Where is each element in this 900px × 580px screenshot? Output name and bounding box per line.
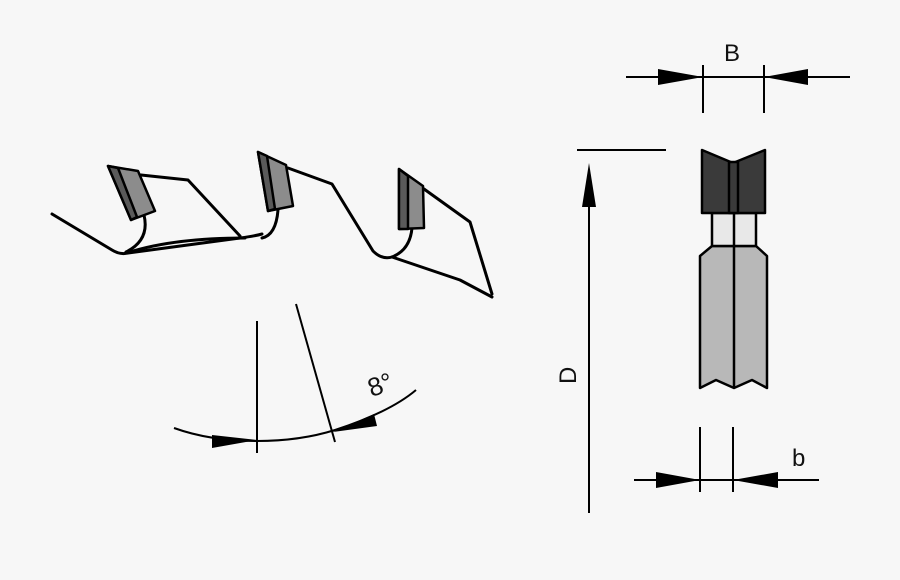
blade-cross-section xyxy=(698,148,769,390)
carbide-tip-3 xyxy=(397,167,426,231)
dimension-B-label: B xyxy=(724,40,740,67)
dimension-B-arrows xyxy=(658,69,808,85)
carbide-tip-2 xyxy=(256,150,295,213)
saw-teeth-profile xyxy=(50,166,494,299)
angle-arrows xyxy=(212,414,377,448)
carbide-tip-1 xyxy=(106,164,157,222)
dimension-D-label: D xyxy=(555,367,582,384)
hook-angle-detail xyxy=(173,303,417,453)
dimension-b-label: b xyxy=(792,445,805,472)
dimension-b-arrows xyxy=(656,472,778,488)
dimension-D xyxy=(577,149,666,513)
dimension-D-arrow xyxy=(582,163,596,207)
angle-label: 8° xyxy=(363,366,397,403)
